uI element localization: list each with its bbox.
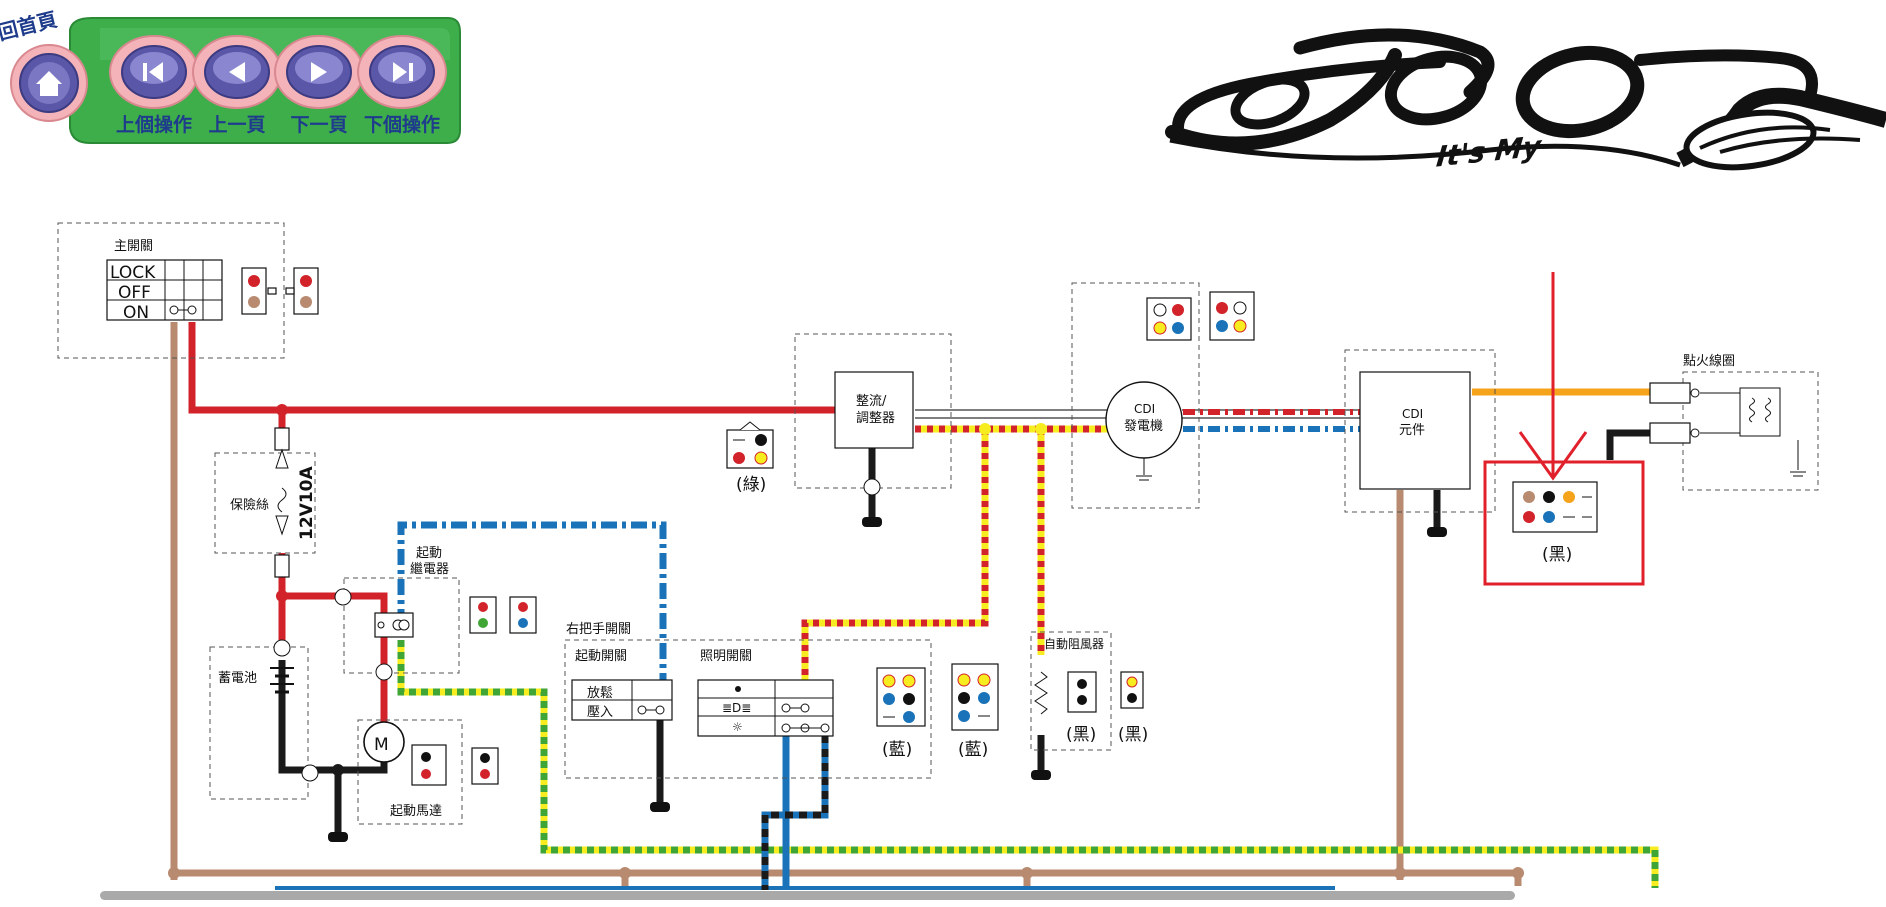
- auto-choke: 自動阻風器 (黑) (黑): [1030, 631, 1148, 751]
- next-icon: [311, 62, 327, 82]
- handlebar-connector-2-color: (藍): [958, 740, 988, 760]
- ignition-coil: 點火線圈: [1649, 353, 1819, 491]
- cdi-generator-label-1: CDI: [1134, 402, 1155, 416]
- next-operation-button[interactable]: [357, 35, 447, 109]
- skip-next-icon: [393, 62, 413, 82]
- auto-choke-connector-2-color: (黑): [1118, 725, 1148, 745]
- main-switch: 主開關 LOCK OFF ON: [57, 222, 285, 359]
- motor-symbol: M: [374, 735, 389, 755]
- next-page-label[interactable]: 下一頁: [290, 114, 347, 136]
- highlight-marker: [1483, 272, 1645, 586]
- ground-icon: [328, 832, 348, 842]
- ground-icon: [862, 517, 882, 527]
- lock-label: LOCK: [110, 263, 156, 283]
- cdi-unit-label-2: 元件: [1399, 423, 1425, 438]
- starter-relay-connector: [469, 596, 537, 634]
- main-switch-title: 主開關: [114, 239, 153, 254]
- rectifier-connector-color: (綠): [736, 475, 766, 495]
- right-handlebar-switch: 右把手開關 起動開關 放鬆 壓入 照明開關 ≣D≣ ☼: [564, 622, 932, 779]
- prev-operation-label[interactable]: 上個操作: [116, 113, 192, 136]
- ground-icon: [650, 802, 670, 812]
- press-label: 壓入: [587, 705, 613, 720]
- rectifier-label-2: 調整器: [856, 411, 895, 426]
- ignition-coil-connector: (黑): [1512, 481, 1598, 565]
- previous-icon: [229, 62, 245, 82]
- cdi-unit: CDI 元件: [1344, 349, 1496, 513]
- start-switch-title: 起動開關: [575, 649, 627, 664]
- rectifier-label-1: 整流/: [856, 394, 887, 409]
- release-label: 放鬆: [587, 686, 613, 701]
- cdi-generator-label-2: 發電機: [1124, 419, 1163, 434]
- battery-label: 蓄電池: [218, 671, 257, 686]
- horizontal-scrollbar[interactable]: [100, 891, 1515, 900]
- ground-icon: [1427, 527, 1447, 537]
- auto-choke-connector-1-color: (黑): [1066, 725, 1096, 745]
- main-switch-connector: [241, 267, 319, 315]
- home-icon: [36, 71, 62, 96]
- starter-motor-label: 起動馬達: [390, 804, 442, 819]
- rectifier-connector: (綠): [726, 421, 774, 495]
- fuse-rating: 12V10A: [297, 466, 317, 540]
- beam-symbol: ≣D≣: [722, 701, 751, 715]
- cdi-generator: CDI 發電機: [1071, 282, 1200, 509]
- ground-symbols: [328, 517, 1447, 842]
- cdi-generator-connector: [1146, 291, 1255, 341]
- logo-tagline: It's My: [1435, 129, 1544, 173]
- ground-icon: [1031, 770, 1051, 780]
- ignition-coil-connector-color: (黑): [1542, 545, 1572, 565]
- off-label: OFF: [118, 283, 151, 303]
- starter-relay-label-1: 起動: [416, 546, 442, 561]
- lamp-symbol: ☼: [732, 720, 743, 734]
- auto-choke-label: 自動阻風器: [1044, 637, 1104, 651]
- on-label: ON: [123, 303, 149, 323]
- jog-sweet-logo: It's My: [1165, 28, 1886, 174]
- prev-page-label[interactable]: 上一頁: [208, 114, 265, 136]
- rectifier-regulator: 整流/ 調整器: [794, 333, 952, 496]
- fuse: 保險絲 12V10A: [214, 427, 317, 578]
- wires: [168, 322, 1659, 890]
- next-page-button[interactable]: [274, 35, 364, 109]
- starter-relay-label-2: 繼電器: [410, 562, 449, 577]
- handlebar-connectors: (藍) (藍): [876, 663, 999, 760]
- light-switch-title: 照明開關: [700, 649, 752, 664]
- handlebar-title: 右把手開關: [566, 622, 631, 637]
- next-operation-label[interactable]: 下個操作: [364, 113, 440, 136]
- ignition-coil-label: 點火線圈: [1683, 353, 1735, 369]
- skip-previous-icon: [143, 62, 163, 82]
- prev-operation-button[interactable]: [109, 35, 199, 109]
- battery: 蓄電池: [209, 639, 319, 800]
- home-label[interactable]: 回首頁: [0, 7, 59, 45]
- starter-relay: 起動 繼電器: [334, 546, 460, 681]
- cdi-unit-label-1: CDI: [1402, 407, 1423, 421]
- home-button[interactable]: [10, 44, 88, 122]
- starter-motor: M 起動馬達: [357, 719, 499, 825]
- fuse-label: 保險絲: [230, 498, 269, 513]
- handlebar-connector-1-color: (藍): [882, 740, 912, 760]
- prev-page-button[interactable]: [192, 35, 282, 109]
